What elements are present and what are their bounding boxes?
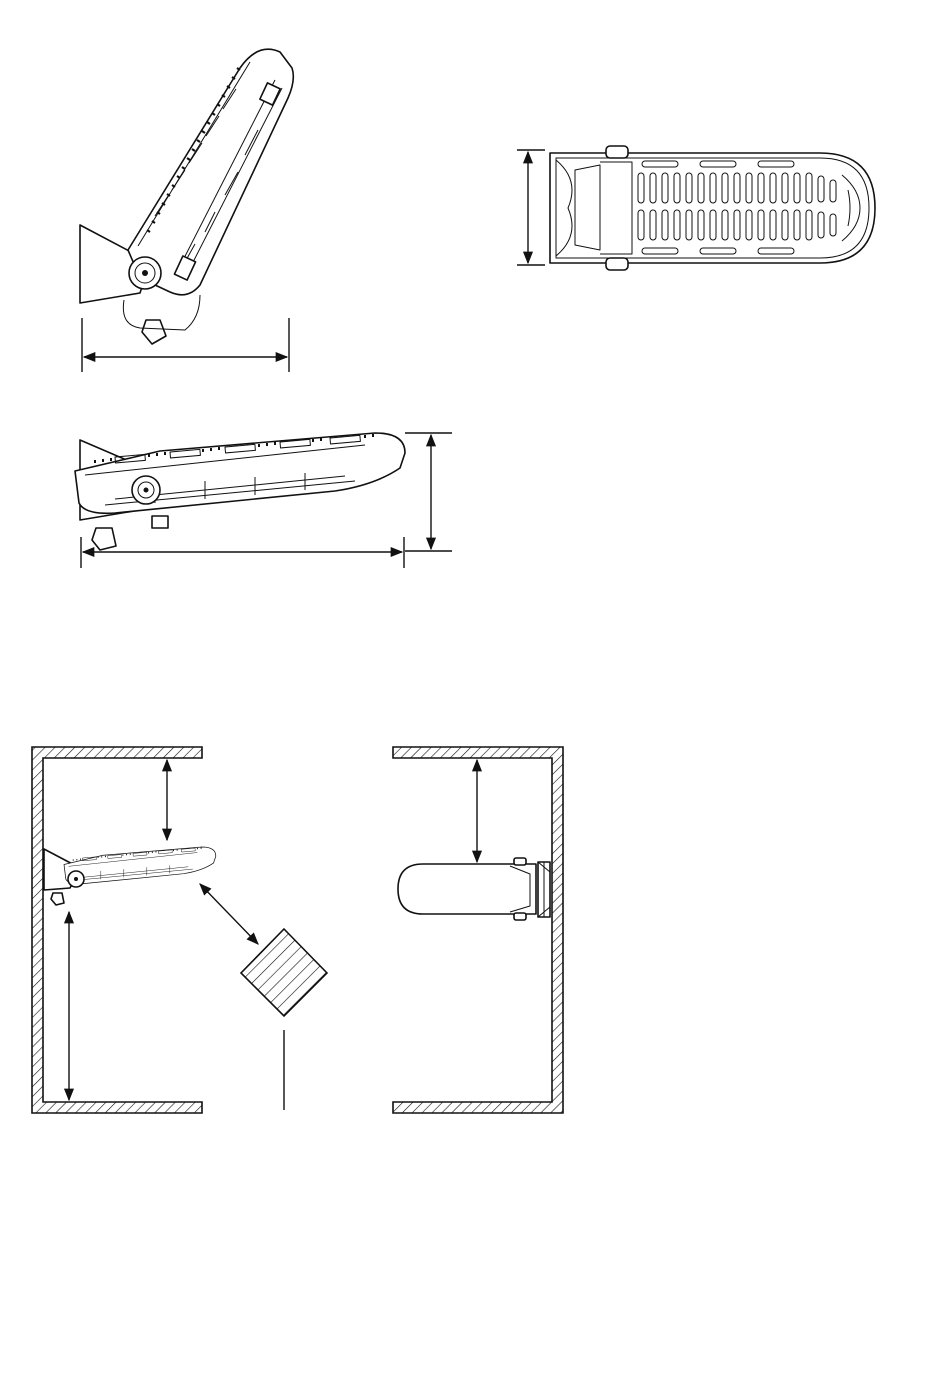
ceiling-wall-right [393, 747, 563, 1113]
hatched-object [241, 929, 327, 1016]
side-view-tilted [80, 49, 293, 372]
object-clearance-arrow [200, 884, 258, 944]
clearance-front [393, 747, 563, 1113]
cable-gland [142, 320, 166, 344]
heater-front-outline [398, 864, 536, 914]
side-view-horizontal [75, 433, 452, 568]
heater-top-outline [550, 153, 875, 263]
ceiling-wall-left [32, 747, 202, 1113]
top-view [517, 146, 875, 270]
heater-body-tilted [128, 49, 293, 295]
clearance-side [32, 747, 327, 1113]
